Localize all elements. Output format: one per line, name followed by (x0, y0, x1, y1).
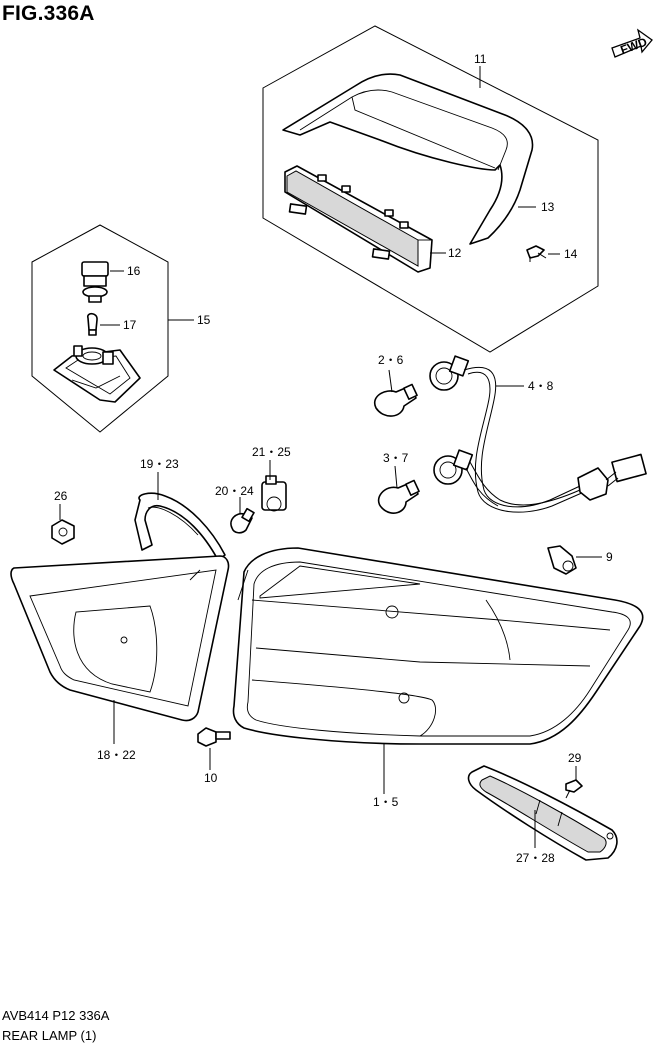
callout-27-28: 27・28 (516, 851, 555, 865)
callout-10: 10 (204, 771, 218, 785)
high-mount-lamp-housing (282, 73, 534, 245)
callout-1-5: 1・5 (373, 795, 399, 809)
callout-2-6: 2・6 (378, 353, 404, 367)
bulb-2-6-icon (373, 383, 418, 417)
wedge-bulb-17-icon (87, 312, 98, 336)
callout-16: 16 (127, 264, 141, 278)
gasket-19-23 (134, 492, 226, 561)
bulb-socket-16-icon (81, 261, 109, 303)
fwd-label: FWD (618, 35, 649, 58)
bulb-3-7-icon (377, 479, 420, 514)
bulb-20-24-icon (230, 507, 255, 534)
callout-3-7: 3・7 (383, 451, 409, 465)
socket-21-25-icon (261, 475, 287, 512)
callout-4-8: 4・8 (528, 379, 554, 393)
screw-29-icon (565, 779, 583, 799)
fwd-arrow-icon: FWD (611, 28, 653, 58)
callout-12: 12 (448, 246, 462, 260)
callout-20-24: 20・24 (215, 484, 254, 498)
clip-9-icon (547, 545, 577, 575)
screw-14-icon (526, 245, 547, 262)
callout-29: 29 (568, 751, 582, 765)
callout-21-25: 21・25 (252, 445, 291, 459)
callout-14: 14 (564, 247, 578, 261)
combination-lamp-1-5 (232, 547, 644, 745)
reflector-27-28 (467, 765, 618, 861)
callout-13: 13 (541, 200, 555, 214)
nut-26-icon (51, 519, 75, 545)
figure-name: REAR LAMP (1) (2, 1028, 97, 1043)
callout-11: 11 (474, 52, 487, 66)
figure-code: AVB414 P12 336A (2, 1008, 110, 1023)
callout-9: 9 (606, 550, 613, 564)
bolt-10-icon (197, 727, 231, 747)
figure-title: FIG.336A (2, 2, 95, 25)
socket-harness-4-8 (429, 355, 647, 513)
group-box-license-lamp (31, 224, 169, 433)
callout-18-22: 18・22 (97, 748, 136, 762)
group-box-high-mount (262, 25, 599, 353)
callout-15: 15 (197, 313, 211, 327)
callout-17: 17 (123, 318, 137, 332)
license-lamp-body (53, 345, 141, 403)
inner-rear-lamp-18-22 (10, 555, 230, 722)
callout-19-23: 19・23 (140, 457, 179, 471)
high-mount-lens (284, 165, 433, 273)
callout-26: 26 (54, 489, 68, 503)
